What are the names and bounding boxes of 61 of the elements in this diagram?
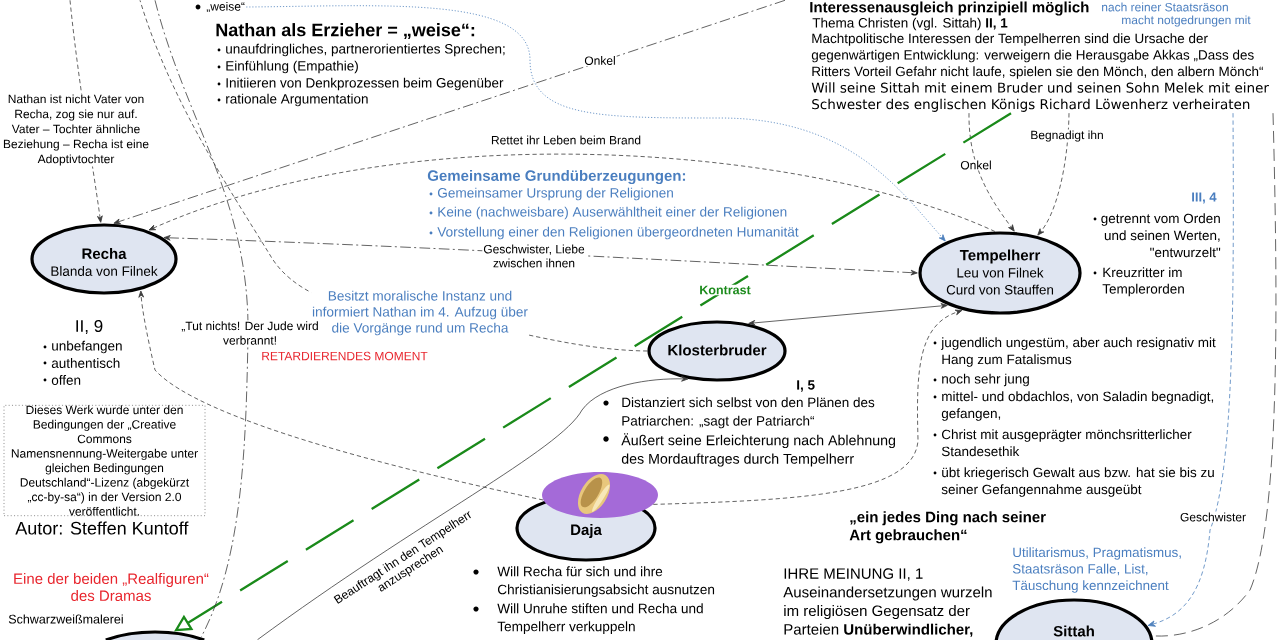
connector-line: [154, 0, 249, 638]
list-item: authentisch: [51, 358, 120, 368]
heading: Gemeinsame Grundüberzeugungen:: [427, 170, 686, 185]
list-item: unbefangen: [52, 340, 122, 354]
license-box: Dieses Werk wurde unter den Bedingungen der „Creative Commons Namensnennung-Weitergabe unter gleichen Bedingungen Deutschland“-Lizenz (abgekürzt „cc-by-sa“) in der Version 2.0 veröffentlicht.: [3, 404, 206, 517]
edge-label: Nathan ist nicht Vater von Recha, zog sie nur auf. Vater – Tochter ähnliche Beziehung – Recha ist eine Adoptivtochter: [1, 93, 151, 167]
paragraph: IHRE MEINUNG II, 1 Auseinandersetzungen wurzeln im religiösen Gegensatz der Parteien Unüberwindlicher,: [783, 568, 992, 637]
list-item: noch sehr jung: [942, 373, 1029, 387]
note-text: Schwarzweißmalerei: [8, 614, 123, 624]
edge-label: Onkel: [959, 159, 993, 171]
list-item: Will Unruhe stiften und Recha und Tempelherr verkuppeln: [497, 603, 703, 634]
arrow: [1147, 112, 1234, 627]
list-item: unaufdringliches, partnerorientiertes Sprechen;: [226, 43, 505, 57]
ring-picture: [542, 472, 658, 518]
ellipse-shape: [105, 630, 205, 640]
edge-label: Begnadigt ihn: [1029, 129, 1105, 143]
arrow: [968, 112, 1015, 232]
edge-label: Rettet ihr Leben beim Brand: [489, 134, 643, 146]
list-item: Einfühlung (Empathie): [226, 60, 358, 74]
edge-label: Onkel: [583, 55, 617, 66]
list-item: Initiieren von Denkprozessen beim Gegenüber: [226, 77, 504, 91]
scene-reference: III, 4: [1192, 192, 1217, 204]
note-text: macht notgedrungen mit: [1122, 15, 1251, 27]
author-credit: Autor: Steffen Kuntoff: [15, 521, 189, 535]
paragraph: Machtpolitische Interessen der Tempelherren sind die Ursache der gegenwärtigen Entwicklung: verweigern die Herausgabe Akkas „Dass des Ritters Vorteil Gefahr nicht laufe, spielen sie den Mönch, den albern Mönch“ Will seine Sittah mit einem Bruder und seinen Sohn Melek mit einer Schwester des englischen Königs Richard Löwenherz verheiraten: [811, 33, 1269, 112]
list-item: offen: [51, 375, 81, 385]
heading: „ein jedes Ding nach seiner Art gebrauchen“: [849, 511, 1046, 544]
edge-label: Kontrast: [698, 284, 752, 296]
list-item: „weise“: [206, 1, 245, 13]
edge-label: „Tut nichts! Der Jude wird verbrannt!: [180, 320, 320, 346]
list-item: Will Recha für sich und ihre Christianisierungsabsicht ausnutzen: [497, 566, 715, 597]
arrow: [257, 376, 689, 640]
scene-reference: II, 9: [76, 320, 103, 335]
list-item: rationale Argumentation: [226, 93, 368, 107]
list-item: mittel- und obdachlos, von Saladin begnadigt, gefangen,: [941, 391, 1214, 421]
note-text: Utilitarismus, Pragmatismus, Staatsräson Falle, List, Täuschung kennzeichnent: [1012, 547, 1181, 593]
arrow: [138, 290, 544, 501]
note-text: Eine der beiden „Realfiguren“ des Dramas: [14, 573, 209, 601]
arrow: [652, 309, 963, 505]
double-arrow: [163, 235, 918, 276]
list-item: Gemeinsamer Ursprung der Religionen: [437, 187, 673, 201]
heading: Nathan als Erzieher = „weise“:: [216, 23, 475, 39]
list-item: übt kriegerisch Gewalt aus bzw. hat sie bis zu seiner Gefangennahme ausgeübt: [941, 467, 1214, 497]
note-text: Thema Christen (vgl. Sittah) II, 1: [812, 17, 1008, 31]
heading: Interessenausgleich prinzipiell möglich: [810, 1, 1089, 16]
list-item: Kreuzritter im Templerorden: [1102, 267, 1184, 297]
arrow: [245, 5, 946, 242]
arrow: [148, 154, 996, 232]
arrow: [113, 0, 786, 225]
list-item: getrennt vom Orden und seinen Werten, "entwurzelt": [1101, 213, 1221, 258]
scene-reference: I, 5: [797, 380, 815, 392]
edge-label: Geschwister: [1179, 511, 1247, 523]
note-text: nach reiner Staatsräson: [1102, 2, 1228, 12]
list-item: Vorstellung einer den Religionen übergeordneten Humanität: [437, 226, 799, 240]
note-text: RETARDIERENDES MOMENT: [262, 351, 428, 361]
list-item: Distanziert sich selbst von den Plänen des Patriarchen: „sagt der Patriarch“: [622, 397, 875, 429]
double-arrow: [748, 303, 948, 326]
arrow: [1037, 112, 1070, 236]
edge-label: Geschwister, Liebe zwischen ihnen: [482, 243, 586, 269]
list-item: Keine (nachweisbare) Auserwähltheit einer der Religionen: [438, 206, 787, 220]
list-item: Äußert seine Erleichterung nach Ablehnung des Mordauftrages durch Tempelherr: [621, 433, 895, 467]
